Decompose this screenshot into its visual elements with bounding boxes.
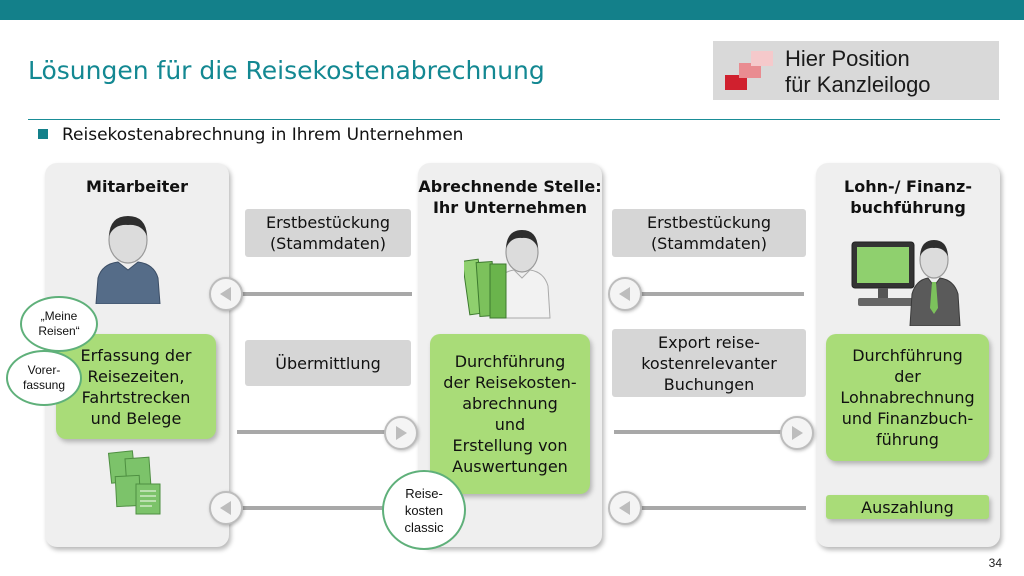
erfassung-line-2: Reisezeiten, xyxy=(87,366,185,386)
export-line-3: Buchungen xyxy=(663,374,755,394)
person-with-binders-icon xyxy=(464,230,551,319)
label-erstbestueckung-right: Erstbestückung (Stammdaten) xyxy=(612,209,806,257)
erfassung-line-1: Erfassung der xyxy=(80,345,192,365)
logo-text: Hier Position für Kanzleilogo xyxy=(785,46,931,98)
title-rule xyxy=(28,119,1000,120)
label-uebermittlung: Übermittlung xyxy=(245,340,411,386)
flow-line-left-2 xyxy=(237,430,399,434)
mid-box-line-6: Auswertungen xyxy=(452,457,568,476)
erfassung-line-3: Fahrtstrecken xyxy=(81,387,191,407)
person-at-computer-icon xyxy=(851,240,961,326)
label-export-buchungen: Export reise- kostenrelevanter Buchungen xyxy=(612,329,806,397)
heading-right-line-2: buchführung xyxy=(850,198,966,217)
bullet-text: Reisekostenabrechnung in Ihrem Unternehm… xyxy=(62,125,464,145)
bubble-reisekosten-classic: Reise- kosten classic xyxy=(382,470,466,550)
page-number: 34 xyxy=(988,556,1002,570)
erfassung-line-4: und Belege xyxy=(90,408,182,428)
right-box-line-5: führung xyxy=(876,430,939,449)
documents-icon xyxy=(107,450,161,515)
box-durchfuehrung-abrechnung: Durchführung der Reisekosten- abrechnung… xyxy=(430,334,590,494)
heading-mid-line-2: Ihr Unternehmen xyxy=(432,198,588,217)
heading-lohn-finanz: Lohn-/ Finanz- buchführung xyxy=(816,176,1000,218)
arrow-left-icon xyxy=(608,491,642,525)
right-box-line-2: der xyxy=(894,367,921,386)
page-title: Lösungen für die Reisekostenabrechnung xyxy=(28,56,545,85)
box-durchfuehrung-lohn: Durchführung der Lohnabrechnung und Fina… xyxy=(826,334,989,461)
mid-box-line-4: und xyxy=(494,415,526,434)
right-box-line-4: und Finanzbuch- xyxy=(841,409,974,428)
export-line-2: kostenrelevanter xyxy=(641,353,777,373)
bullet-marker xyxy=(38,129,48,139)
erst-left-line-1: Erstbestückung xyxy=(265,213,391,232)
right-box-line-3: Lohnabrechnung xyxy=(840,388,975,407)
arrow-right-icon xyxy=(780,416,814,450)
heading-mid-line-1: Abrechnende Stelle: xyxy=(418,177,602,196)
mid-box-line-1: Durchführung xyxy=(454,352,566,371)
meine-reisen-line-2: Reisen“ xyxy=(38,324,80,338)
erst-right-line-1: Erstbestückung xyxy=(646,213,772,232)
logo-icon xyxy=(725,51,773,90)
vorerfassung-line-2: fassung xyxy=(22,378,66,392)
flow-line-right-2 xyxy=(614,430,782,434)
heading-abrechnende-stelle: Abrechnende Stelle: Ihr Unternehmen xyxy=(418,176,602,218)
arrow-right-icon xyxy=(384,416,418,450)
top-bar xyxy=(0,0,1024,20)
mid-box-line-3: abrechnung xyxy=(462,394,558,413)
export-line-1: Export reise- xyxy=(658,332,760,352)
heading-right-line-1: Lohn-/ Finanz- xyxy=(844,177,972,196)
logo-line-1: Hier Position xyxy=(785,46,910,71)
mid-box-line-2: der Reisekosten- xyxy=(443,373,577,392)
logo-line-2: für Kanzleilogo xyxy=(785,72,931,97)
erst-right-line-2: (Stammdaten) xyxy=(650,234,768,253)
classic-line-1: Reise- xyxy=(405,485,443,501)
heading-mitarbeiter: Mitarbeiter xyxy=(86,177,188,196)
box-auszahlung: Auszahlung xyxy=(826,495,989,519)
erst-left-line-2: (Stammdaten) xyxy=(269,234,387,253)
label-erstbestueckung-left: Erstbestückung (Stammdaten) xyxy=(245,209,411,257)
flow-line-left-1 xyxy=(226,292,412,296)
flow-line-right-1 xyxy=(620,292,804,296)
person-icon xyxy=(95,216,161,304)
logo-placeholder xyxy=(713,41,999,100)
mid-box-line-5: Erstellung von xyxy=(452,436,568,455)
right-box-line-1: Durchführung xyxy=(852,346,963,365)
classic-line-2: kosten xyxy=(404,502,444,518)
vorerfassung-line-1: Vorer- xyxy=(27,363,61,377)
flow-line-left-3 xyxy=(226,506,412,510)
meine-reisen-line-1: „Meine xyxy=(40,309,78,323)
arrow-left-icon xyxy=(209,491,243,525)
box-erfassung: Erfassung der Reisezeiten, Fahrtstrecken… xyxy=(56,334,216,439)
bubble-meine-reisen: „Meine Reisen“ xyxy=(20,296,98,352)
classic-line-3: classic xyxy=(404,519,444,535)
flow-line-right-3 xyxy=(620,506,806,510)
arrow-left-icon xyxy=(209,277,243,311)
bubble-vorerfassung: Vorer- fassung xyxy=(6,350,82,406)
arrow-left-icon xyxy=(608,277,642,311)
